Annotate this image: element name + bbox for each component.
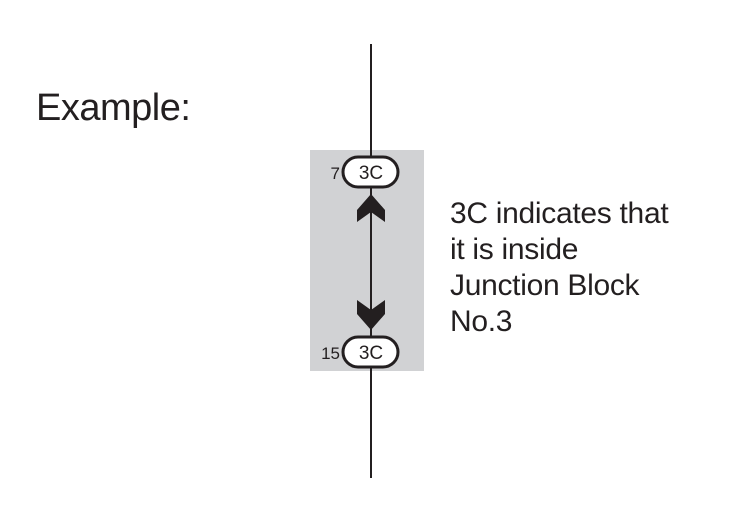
connector-badge-bottom <box>341 335 400 369</box>
arrow-down-icon <box>357 300 385 330</box>
connector-badge-top <box>341 155 400 189</box>
explanation-line: it is inside <box>450 233 579 266</box>
explanation-line: No.3 <box>450 305 513 338</box>
example-heading: Example: <box>36 87 191 129</box>
explanation-text: 3C indicates that it is inside Junction … <box>450 196 669 340</box>
pin-number-bottom: 15 <box>321 344 340 363</box>
explanation-line: 3C indicates that <box>450 197 669 230</box>
pin-number-top: 7 <box>331 164 340 183</box>
explanation-line: Junction Block <box>450 269 640 302</box>
connector-code-bottom: 3C <box>359 343 383 364</box>
arrow-up-icon <box>357 194 385 222</box>
connector-code-top: 3C <box>359 163 383 184</box>
